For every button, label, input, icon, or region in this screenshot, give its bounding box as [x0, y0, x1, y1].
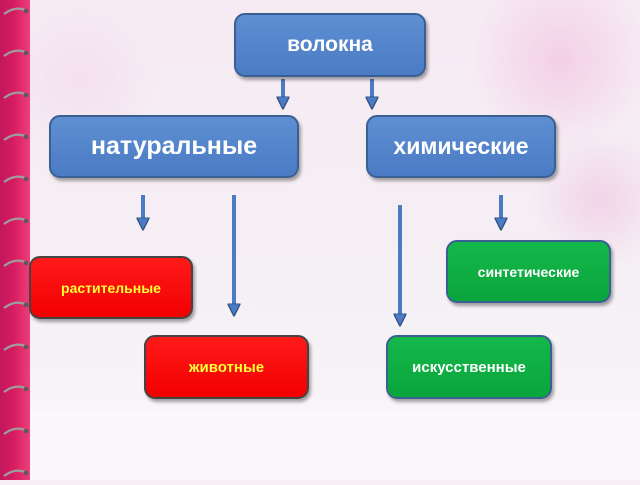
node-fibers: волокна: [234, 13, 426, 77]
node-chemical-label: химические: [393, 133, 529, 159]
spiral-hole: [23, 428, 29, 434]
node-synthetic: синтетические: [446, 240, 611, 303]
spiral-hole: [23, 134, 29, 140]
spiral-hole: [23, 260, 29, 266]
node-chemical: химические: [366, 115, 556, 178]
node-fibers-label: волокна: [287, 33, 373, 56]
node-synthetic-label: синтетические: [477, 263, 580, 280]
spiral-hole: [23, 50, 29, 56]
spiral-hole: [23, 92, 29, 98]
spiral-hole: [23, 8, 29, 14]
spiral-hole: [23, 176, 29, 182]
spiral-hole: [23, 218, 29, 224]
spiral-hole: [23, 470, 29, 476]
node-animal-label: животные: [188, 358, 265, 376]
spiral-hole: [23, 344, 29, 350]
spiral-hole: [23, 302, 29, 308]
node-artificial: искусственные: [386, 335, 552, 399]
node-natural: натуральные: [49, 115, 299, 178]
node-plant-label: растительные: [61, 279, 161, 296]
spiral-binding: [0, 0, 30, 480]
node-artificial-label: искусственные: [412, 358, 526, 376]
node-animal: животные: [144, 335, 309, 399]
node-natural-label: натуральные: [90, 132, 258, 160]
spiral-rings: [3, 7, 29, 477]
slide-lower-panel: [28, 410, 640, 480]
spiral-hole: [23, 386, 29, 392]
node-plant: растительные: [29, 256, 193, 319]
